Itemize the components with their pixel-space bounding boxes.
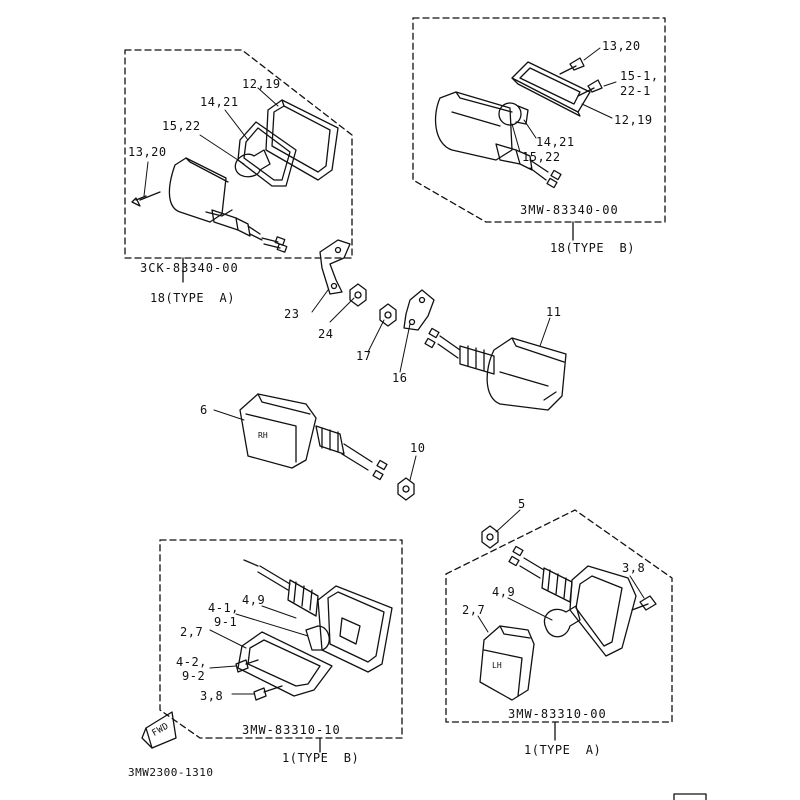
label-13-20-right: 13,20 xyxy=(602,39,641,53)
label-15-22-right: 15,22 xyxy=(522,150,561,164)
label-1-type-b: 1(TYPE B) xyxy=(282,751,360,765)
label-12-19-right: 12,19 xyxy=(614,113,653,127)
nut-17 xyxy=(379,303,397,327)
nut-24 xyxy=(349,283,367,307)
bulb-15-22-right xyxy=(498,102,529,126)
label-4-1-left: 4-1, xyxy=(208,601,239,615)
screw-4-2-left xyxy=(235,659,259,673)
lens-2-7-left xyxy=(237,631,333,697)
lens-cover-12-19 xyxy=(265,99,339,181)
label-16: 16 xyxy=(392,371,408,385)
leader-10 xyxy=(409,455,417,481)
label-6: 6 xyxy=(200,403,208,417)
label-2-7-right: 2,7 xyxy=(462,603,486,617)
label-18-type-b: 18(TYPE B) xyxy=(550,241,635,255)
leader-13-20-right xyxy=(583,47,601,61)
leader-2-7-right xyxy=(477,615,489,633)
lens-cover-12-19-right xyxy=(511,61,591,117)
label-4-2-left: 4-2, xyxy=(176,655,207,669)
leader-24 xyxy=(329,297,355,323)
label-22-1-right: 22-1 xyxy=(620,84,651,98)
screw-3-8-right xyxy=(631,595,657,611)
housing-front-type-a xyxy=(508,545,637,657)
leader-12-19-right xyxy=(581,103,613,119)
bracket-16 xyxy=(403,289,435,331)
svg-text:LH: LH xyxy=(492,661,502,670)
leader-23 xyxy=(311,289,329,313)
screw-13-20-left xyxy=(131,191,161,207)
front-signal-11 xyxy=(424,327,567,411)
label-13-20-left: 13,20 xyxy=(128,145,167,159)
fwd-arrow-icon xyxy=(141,711,177,749)
leader-12-19-left xyxy=(257,87,279,107)
label-9-1-left: 9-1 xyxy=(214,615,238,629)
leader-2-7-left xyxy=(209,629,247,649)
label-15-1-right: 15-1, xyxy=(620,69,659,83)
leader-6 xyxy=(213,409,245,421)
leader-4-9-left xyxy=(261,605,297,619)
part-code-3mw-83310-10: 3MW-83310-10 xyxy=(242,723,341,737)
bulb-4-9-right xyxy=(543,605,581,638)
label-14-21-right: 14,21 xyxy=(536,135,575,149)
figure-code: 3MW2300-1310 xyxy=(128,766,214,779)
leader-4-1-left xyxy=(235,613,309,637)
label-9-2-left: 9-2 xyxy=(182,669,206,683)
label-23: 23 xyxy=(284,307,300,321)
housing-type-b xyxy=(434,91,513,161)
label-3-8-right: 3,8 xyxy=(622,561,646,575)
nut-5 xyxy=(481,525,499,549)
label-1-type-a: 1(TYPE A) xyxy=(524,743,602,757)
group-box-1-type-b xyxy=(159,539,403,739)
label-10: 10 xyxy=(410,441,426,455)
part-code-3ck-83340-00: 3CK-83340-00 xyxy=(140,261,239,275)
group-box-18-type-b xyxy=(412,17,666,223)
label-3-8-left: 3,8 xyxy=(200,689,224,703)
leader-5 xyxy=(495,509,521,533)
leader-4-9-right xyxy=(507,597,553,621)
leader-14-21-left xyxy=(224,109,249,141)
page-corner-mark xyxy=(673,793,707,800)
leader-13-20-left xyxy=(143,161,149,197)
label-2-7-left: 2,7 xyxy=(180,625,204,639)
label-11: 11 xyxy=(546,305,562,319)
label-5: 5 xyxy=(518,497,526,511)
lens-2-7-right: LH xyxy=(479,625,535,701)
socket-type-a xyxy=(211,209,288,253)
label-4-9-left: 4,9 xyxy=(242,593,266,607)
label-4-9-right: 4,9 xyxy=(492,585,516,599)
label-15-22-left: 15,22 xyxy=(162,119,201,133)
label-12-19-left: 12,19 xyxy=(242,77,281,91)
group-box-1-type-a xyxy=(445,509,673,723)
leader-15-22-right xyxy=(511,123,521,153)
screw-15-1-right xyxy=(577,79,603,97)
leader-3-8-right xyxy=(629,575,645,599)
label-17: 17 xyxy=(356,349,372,363)
screw-3-8-left xyxy=(253,685,283,701)
label-18-type-a: 18(TYPE A) xyxy=(150,291,235,305)
label-24: 24 xyxy=(318,327,334,341)
housing-front-type-b xyxy=(243,559,393,673)
socket-type-b xyxy=(495,143,562,189)
part-code-3mw-83340-00: 3MW-83340-00 xyxy=(520,203,619,217)
part-code-3mw-83310-00: 3MW-83310-00 xyxy=(508,707,607,721)
svg-text:RH: RH xyxy=(258,431,268,440)
leader-14-21-right xyxy=(523,119,537,139)
housing-type-a xyxy=(168,157,233,223)
bracket-23 xyxy=(319,239,351,295)
leader-4-2-left xyxy=(209,665,237,669)
nut-10 xyxy=(397,477,415,501)
bulb-4-9-left xyxy=(305,625,330,651)
leader-15-1-right xyxy=(603,81,617,87)
leader-11 xyxy=(539,317,551,347)
group-box-18-type-a xyxy=(124,49,353,259)
label-14-21-left: 14,21 xyxy=(200,95,239,109)
screw-13-20-right xyxy=(559,57,585,75)
leader-15-22-left xyxy=(199,134,245,165)
leader-17 xyxy=(367,319,385,353)
leader-16 xyxy=(399,323,411,373)
front-signal-6: RH xyxy=(239,393,388,481)
